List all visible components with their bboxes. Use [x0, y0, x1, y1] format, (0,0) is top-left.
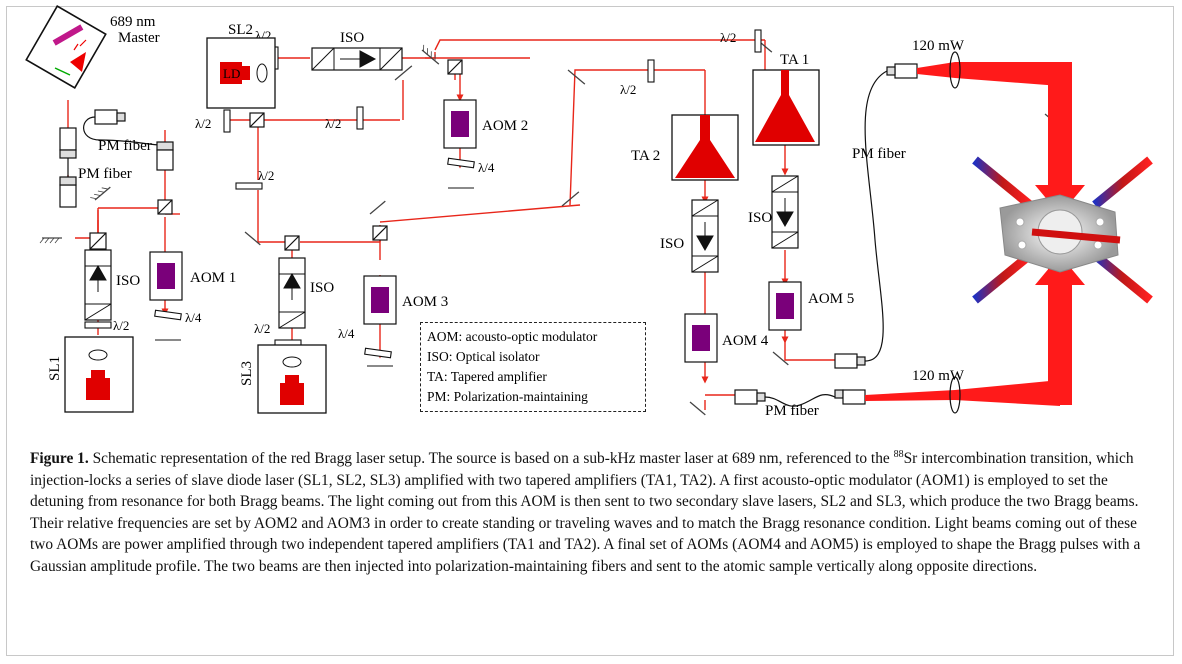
legend-aom: AOM: acousto-optic modulator	[427, 329, 598, 344]
figure-frame	[6, 6, 1174, 656]
pm-fiber-mid-label: PM fiber	[98, 138, 152, 154]
iso-label-ta2: ISO	[660, 236, 684, 252]
legend-pm: PM: Polarization-maintaining	[427, 389, 588, 404]
aom-5-label: AOM 5	[808, 291, 854, 307]
pm-fiber-sl2: PM fiber	[83, 109, 174, 171]
lambda-half-label-7: λ/2	[113, 318, 129, 333]
slave-laser-sl3: SL3	[239, 344, 327, 414]
lambda-half-label-8: λ/2	[254, 321, 270, 336]
lambda-half-label-5: λ/2	[620, 82, 636, 97]
aom-5: AOM 5	[768, 281, 854, 331]
caption-text-1: Schematic representation of the red Brag…	[88, 450, 894, 467]
aom-3: AOM 3	[363, 275, 448, 325]
isolator-ta2: ISO	[660, 199, 719, 273]
pm-fiber-left: PM fiber	[59, 127, 132, 208]
sl1-label: SL1	[47, 356, 63, 381]
master-label: Master	[118, 30, 160, 46]
pm-fiber-right-label: PM fiber	[852, 146, 906, 162]
lambda-quarter-label-1: λ/4	[185, 310, 202, 325]
isolator-sl1: ISO	[84, 249, 140, 321]
waveplate-labels: λ/2 λ/2 λ/2 λ/2 λ/2 λ/2 λ/2 λ/2 λ/4 λ/4 …	[113, 28, 736, 341]
pm-fiber-left-label: PM fiber	[78, 166, 132, 182]
aom-4-label: AOM 4	[722, 333, 769, 349]
iso-label-sl3: ISO	[310, 280, 334, 296]
legend-box: AOM: acousto-optic modulator ISO: Optica…	[420, 322, 646, 412]
iso-label-sl2: ISO	[340, 30, 364, 46]
iso-label-sl1: ISO	[116, 273, 140, 289]
power-top-label: 120 mW	[912, 38, 965, 54]
power-bottom-label: 120 mW	[912, 368, 965, 384]
vacuum-chamber	[972, 156, 1153, 304]
ld-label-sl2: LD	[223, 66, 240, 81]
laser-setup-diagram: 689 nm Master PM fiber PM fiber	[25, 5, 1153, 419]
legend-iso: ISO: Optical isolator	[427, 349, 540, 364]
slave-laser-sl2: LD SL2	[206, 22, 276, 109]
isolator-sl2: ISO	[311, 30, 403, 71]
tapered-amplifier-ta1: TA 1	[752, 52, 820, 146]
pm-fibers-right: PM fiber PM fiber	[734, 63, 918, 419]
master-laser: 689 nm Master	[25, 5, 160, 89]
aom-1-label: AOM 1	[190, 270, 236, 286]
lambda-quarter-label-2: λ/4	[338, 326, 355, 341]
sl3-label: SL3	[239, 361, 255, 386]
caption-superscript: 88	[893, 448, 904, 460]
lambda-half-label-4: λ/2	[325, 116, 341, 131]
mirrors	[39, 37, 1064, 416]
master-wavelength: 689 nm	[110, 14, 156, 30]
aom-4: AOM 4	[684, 313, 769, 363]
lambda-half-label-2: λ/2	[258, 168, 274, 183]
lambda-quarter-label-3: λ/4	[478, 160, 495, 175]
beam-splitters	[89, 59, 463, 251]
figure-caption: Figure 1. Schematic representation of th…	[30, 448, 1154, 578]
sl2-label: SL2	[228, 22, 253, 38]
aom-1: AOM 1	[149, 251, 236, 301]
isolator-ta1: ISO	[748, 175, 799, 249]
iso-label-ta1: ISO	[748, 210, 772, 226]
tapered-amplifier-ta2: TA 2	[631, 114, 739, 181]
bragg-beams: 120 mW 120 mW	[865, 38, 1085, 414]
ta1-label: TA 1	[780, 52, 809, 68]
aom-2-label: AOM 2	[482, 118, 528, 134]
slave-laser-sl1: SL1	[47, 336, 134, 413]
figure-label: Figure 1.	[30, 450, 89, 467]
caption-text-2: Sr intercombination transition, which in…	[30, 450, 1141, 575]
aom-3-label: AOM 3	[402, 294, 448, 310]
aom-2: AOM 2	[443, 99, 528, 149]
lambda-half-label-1: λ/2	[195, 116, 211, 131]
pm-fiber-bottom-label: PM fiber	[765, 403, 819, 419]
legend-ta: TA: Tapered amplifier	[427, 369, 547, 384]
lambda-half-label-6: λ/2	[720, 30, 736, 45]
isolator-sl3: ISO	[278, 257, 334, 329]
ta2-label: TA 2	[631, 148, 660, 164]
